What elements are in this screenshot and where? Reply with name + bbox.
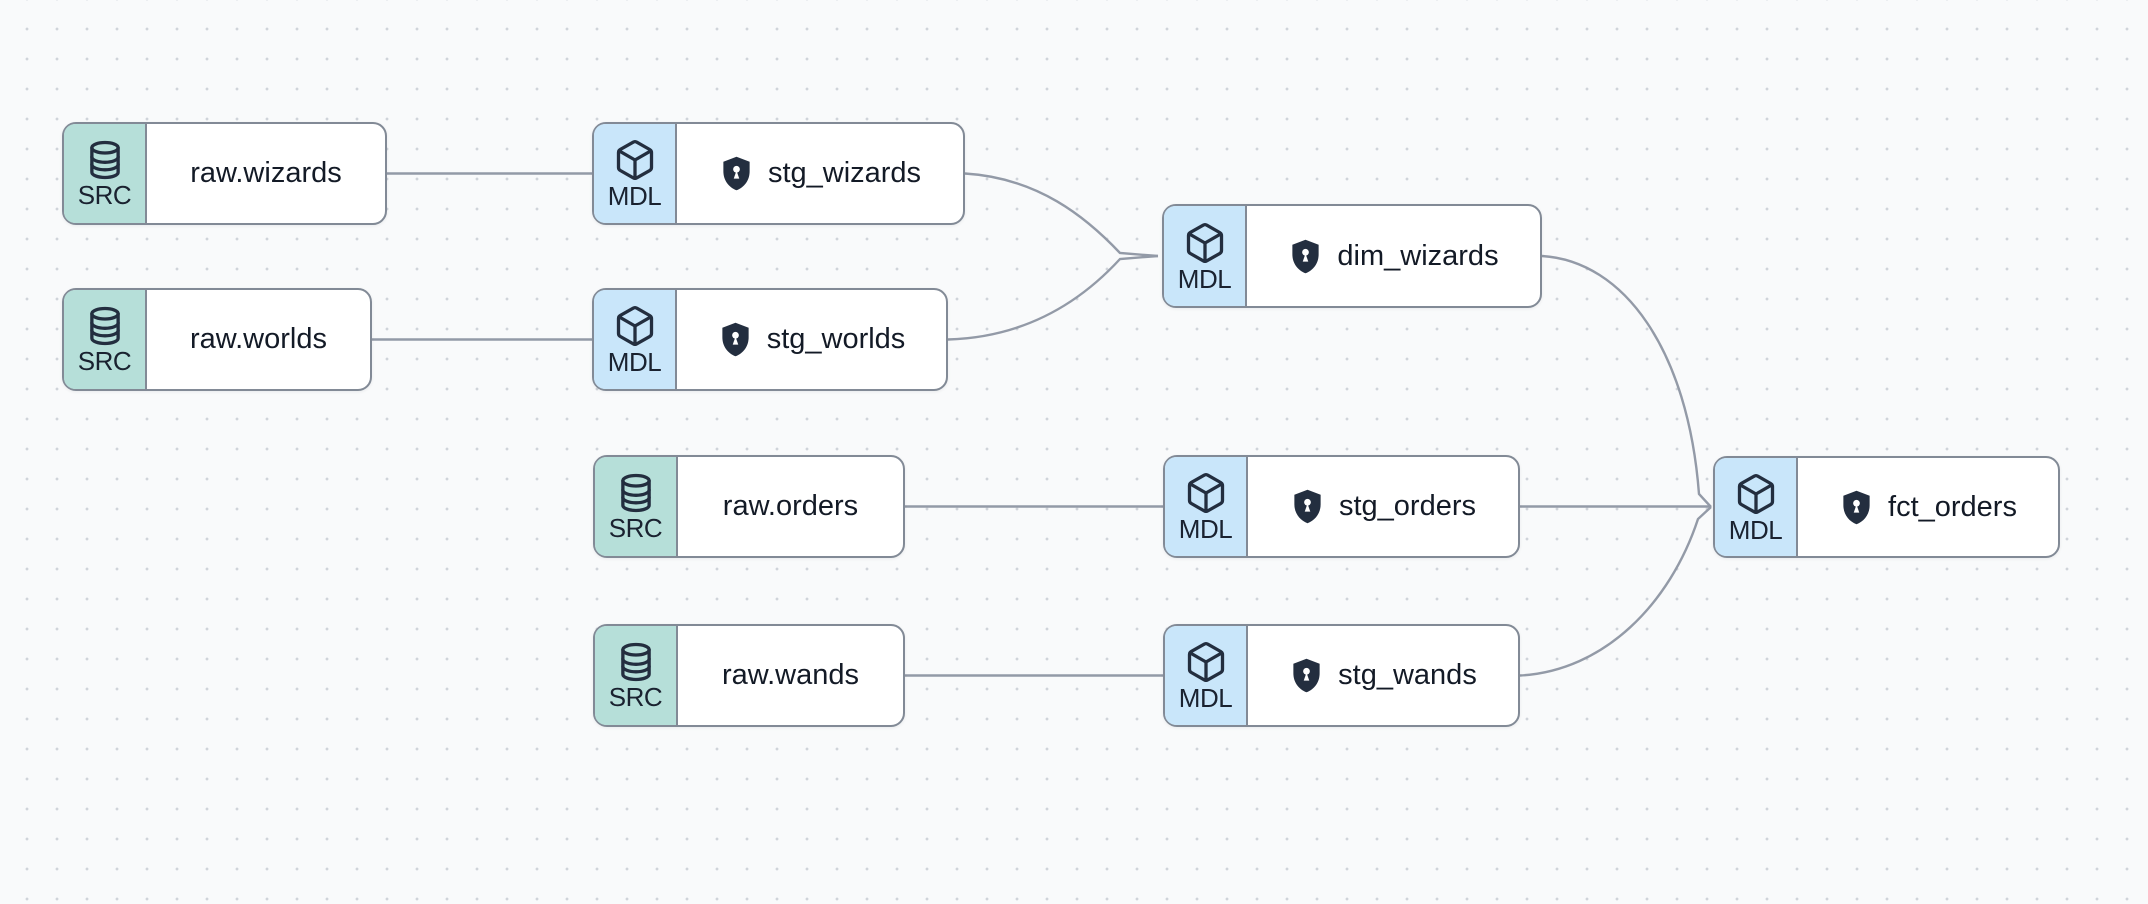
node-stg-orders[interactable]: MDL stg_orders — [1163, 455, 1520, 558]
node-body: raw.wands — [678, 626, 903, 725]
node-label: dim_wizards — [1337, 239, 1499, 272]
node-body: stg_wands — [1248, 626, 1518, 725]
source-type-badge: SRC — [595, 457, 678, 556]
badge-label: MDL — [1178, 514, 1233, 544]
shield-lock-icon — [1843, 490, 1870, 524]
badge-label: MDL — [1177, 263, 1232, 294]
cube-icon — [1187, 642, 1224, 682]
node-label: raw.orders — [722, 490, 859, 522]
model-type-badge: MDL — [594, 124, 677, 223]
node-body: stg_wizards — [677, 124, 963, 223]
node-raw-orders[interactable]: SRC raw.orders — [593, 455, 905, 558]
database-icon — [89, 140, 120, 180]
cube-icon — [1186, 222, 1223, 263]
node-stg-worlds[interactable]: MDL stg_worlds — [592, 288, 948, 391]
node-stg-wands[interactable]: MDL stg_wands — [1163, 624, 1520, 727]
badge-label: MDL — [607, 181, 662, 211]
badge-label: MDL — [607, 347, 662, 377]
cube-icon — [616, 140, 653, 180]
node-dim-wizards[interactable]: MDL dim_wizards — [1162, 204, 1542, 308]
node-raw-wands[interactable]: SRC raw.wands — [593, 624, 905, 727]
edge-stg-wands-fct-orders — [1519, 506, 1712, 677]
database-icon — [620, 473, 651, 513]
cube-icon — [1737, 473, 1774, 514]
node-label: stg_wizards — [767, 157, 922, 189]
node-body: raw.wizards — [147, 124, 385, 223]
cube-icon — [1187, 473, 1224, 513]
badge-label: SRC — [77, 346, 132, 376]
node-label: fct_orders — [1888, 490, 2017, 523]
edge-stg-worlds-dim-wizards — [947, 254, 1159, 341]
badge-label: SRC — [608, 682, 663, 712]
model-type-badge: MDL — [594, 290, 677, 389]
node-label: raw.wizards — [190, 157, 342, 189]
node-label: raw.worlds — [190, 323, 327, 355]
node-label: raw.wands — [721, 659, 859, 691]
shield-lock-icon — [1292, 239, 1320, 273]
badge-label: SRC — [77, 180, 132, 210]
edge-dim-wizards-fct-orders — [1541, 254, 1712, 508]
node-body: dim_wizards — [1247, 206, 1540, 306]
shield-lock-icon — [1294, 489, 1321, 524]
shield-lock-icon — [722, 322, 749, 357]
node-raw-worlds[interactable]: SRC raw.worlds — [62, 288, 372, 391]
cube-icon — [616, 306, 653, 346]
node-label: stg_worlds — [766, 323, 906, 355]
source-type-badge: SRC — [64, 290, 147, 389]
model-type-badge: MDL — [1165, 457, 1248, 556]
source-type-badge: SRC — [595, 626, 678, 725]
node-body: raw.orders — [678, 457, 903, 556]
badge-label: MDL — [1178, 683, 1233, 713]
shield-lock-icon — [1293, 658, 1320, 693]
model-type-badge: MDL — [1164, 206, 1247, 306]
node-stg-wizards[interactable]: MDL stg_wizards — [592, 122, 965, 225]
node-body: raw.worlds — [147, 290, 370, 389]
node-label: stg_orders — [1338, 490, 1476, 522]
node-body: fct_orders — [1798, 458, 2058, 556]
shield-lock-icon — [723, 156, 750, 191]
badge-label: SRC — [608, 513, 663, 543]
node-fct-orders[interactable]: MDL fct_orders — [1713, 456, 2060, 558]
edge-stg-wizards-dim-wizards — [964, 172, 1159, 258]
node-raw-wizards[interactable]: SRC raw.wizards — [62, 122, 387, 225]
badge-label: MDL — [1728, 514, 1783, 545]
database-icon — [89, 306, 120, 346]
database-icon — [620, 642, 651, 682]
source-type-badge: SRC — [64, 124, 147, 223]
node-body: stg_worlds — [677, 290, 946, 389]
model-type-badge: MDL — [1715, 458, 1798, 556]
model-type-badge: MDL — [1165, 626, 1248, 725]
node-body: stg_orders — [1248, 457, 1518, 556]
node-label: stg_wands — [1338, 659, 1477, 691]
